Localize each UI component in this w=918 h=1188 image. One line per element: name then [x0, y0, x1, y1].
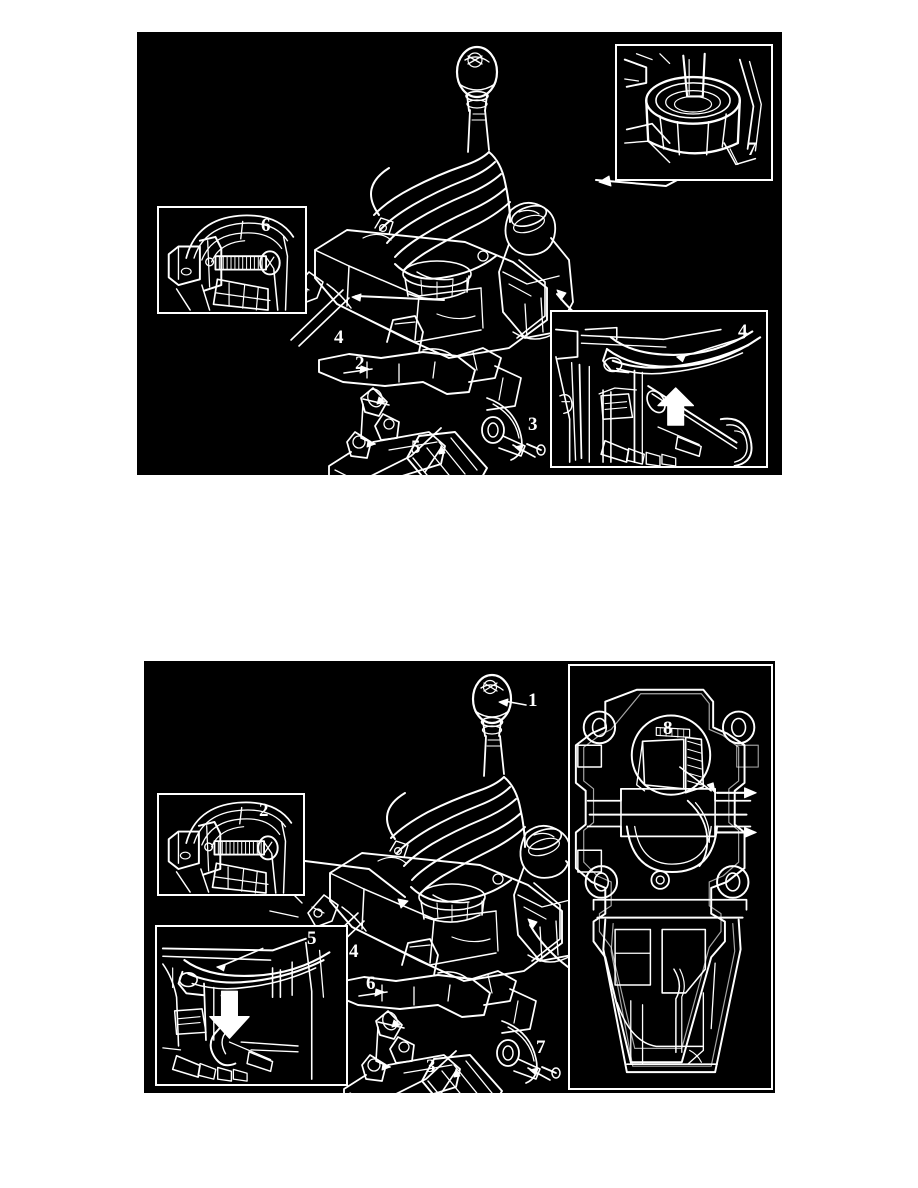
inset-pivot-bolt: 6 [157, 206, 307, 314]
inset-shift-boot-retainer: 7 [615, 44, 773, 181]
inset-6-linework [167, 214, 295, 311]
inset-callout-6: 6 [261, 215, 271, 236]
figure-1-callout-3: 3 [528, 414, 538, 435]
figure-1-linework [254, 45, 753, 475]
inset-underbody-lever-2: 5 [155, 925, 348, 1086]
figure-1-callout-4a: 4 [334, 327, 344, 348]
inset-pivot-bolt-2: 2 [157, 793, 305, 896]
figure-2-callout-6: 6 [366, 973, 376, 994]
inset-callout-4: 4 [738, 321, 748, 342]
inset-callout-8: 8 [663, 718, 673, 739]
inset-2-linework [167, 801, 293, 894]
figure-2-callout-4: 4 [349, 941, 359, 962]
inset-underbody-lever: 4 [550, 310, 768, 468]
figure-2-callout-1: 1 [528, 690, 538, 711]
inset-8-linework [574, 688, 759, 1074]
figure-2-gear-shift-lever-exploded-view: 2 [144, 661, 775, 1093]
inset-callout-5: 5 [307, 928, 317, 949]
inset-callout-7: 7 [747, 139, 757, 160]
figure-2-callout-3: 3 [426, 1056, 436, 1077]
inset-4-linework [555, 326, 762, 466]
inset-transmission-housing: 8 [568, 664, 773, 1090]
inset-5-linework [161, 937, 331, 1082]
figure-1-callout-2: 2 [355, 353, 365, 374]
figure-1-callout-5: 5 [411, 437, 421, 458]
figure-1-gear-shift-lever-exploded-view: 7 [137, 32, 782, 475]
figure-2-callout-7: 7 [536, 1037, 546, 1058]
inset-callout-2: 2 [259, 800, 269, 821]
inset-7-linework [623, 52, 762, 166]
